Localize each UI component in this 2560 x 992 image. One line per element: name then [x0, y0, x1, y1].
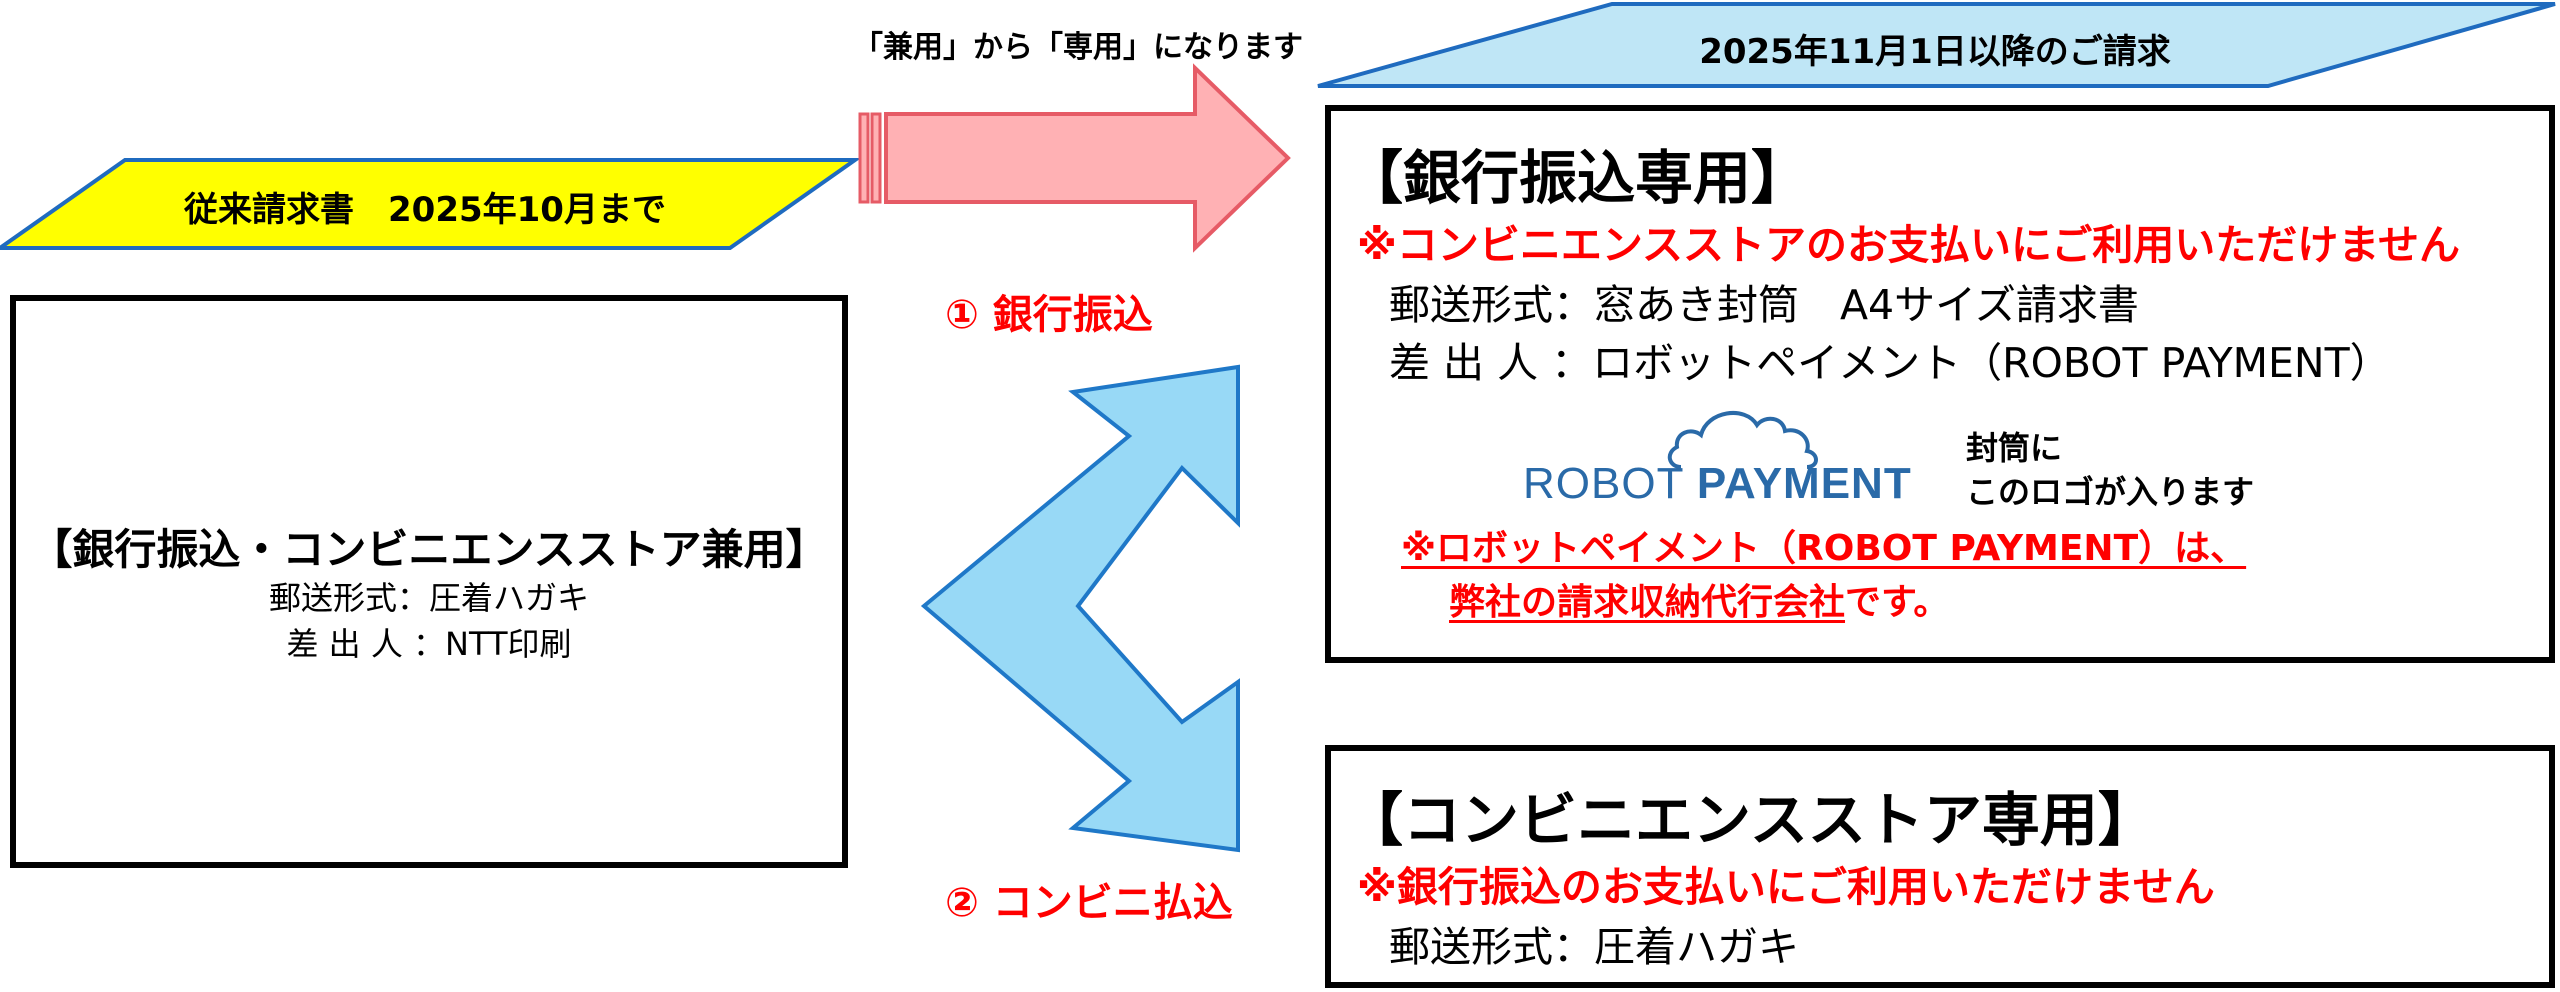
agent-note-line2: 弊社の請求収納代行会社です。: [1449, 573, 1949, 625]
logo-note-line2: このロゴが入ります: [1966, 473, 2255, 511]
transition-note: 「兼用」から「専用」になります: [853, 30, 1303, 65]
robot-payment-logo-cloud-icon: [1667, 410, 1818, 469]
legacy-mail-format: 郵送形式：圧着ハガキ: [268, 579, 589, 617]
convenience-warning: ※銀行振込のお支払いにご利用いただけません: [1357, 863, 2215, 911]
route-bank-label: ① 銀行振込: [945, 292, 1153, 338]
convenience-store-box: 【コンビニエンスストア専用】 ※銀行振込のお支払いにご利用いただけません 郵送形…: [1325, 745, 2555, 988]
new-banner-shape: [1317, 2, 2556, 88]
pink-arrow: [858, 63, 1291, 253]
bank-title: 【銀行振込専用】: [1345, 144, 1810, 212]
route-convenience-label: ② コンビニ払込: [945, 880, 1233, 926]
robot-payment-logo: ROBOT PAYMENT: [1523, 459, 1912, 509]
legacy-banner-shape: [0, 158, 862, 250]
logo-text-payment: PAYMENT: [1696, 459, 1912, 508]
agent-note-rest: です。: [1845, 582, 1950, 623]
bank-sender: 差 出 人 ：ロボットペイメント（ROBOT PAYMENT）: [1389, 339, 2391, 387]
logo-note-line1: 封筒に: [1966, 429, 2063, 467]
agent-note-line1: ※ロボットペイメント（ROBOT PAYMENT）は、: [1401, 528, 2247, 569]
legacy-invoice-box: 【銀行振込・コンビニエンスストア兼用】 郵送形式：圧着ハガキ 差 出 人 ：NT…: [10, 295, 848, 868]
legacy-title: 【銀行振込・コンビニエンスストア兼用】: [30, 525, 828, 574]
bank-warning: ※コンビニエンスストアのお支払いにご利用いただけません: [1357, 221, 2460, 269]
bank-mail-format: 郵送形式：窓あき封筒 A4サイズ請求書: [1389, 281, 2139, 329]
legacy-banner: 従来請求書 2025年10月まで: [184, 190, 666, 230]
bank-transfer-box: 【銀行振込専用】 ※コンビニエンスストアのお支払いにご利用いただけません 郵送形…: [1325, 105, 2555, 663]
new-banner: 2025年11月1日以降のご請求: [1699, 32, 2171, 72]
logo-text-robot: ROBOT: [1523, 459, 1684, 508]
legacy-sender: 差 出 人 ：NTT印刷: [286, 625, 572, 663]
agent-note-underlined: 弊社の請求収納代行会社: [1449, 582, 1846, 623]
convenience-mail-format: 郵送形式：圧着ハガキ: [1389, 923, 1799, 971]
blue-chevron-arrow: [920, 364, 1240, 853]
convenience-title: 【コンビニエンスストア専用】: [1345, 786, 2156, 854]
